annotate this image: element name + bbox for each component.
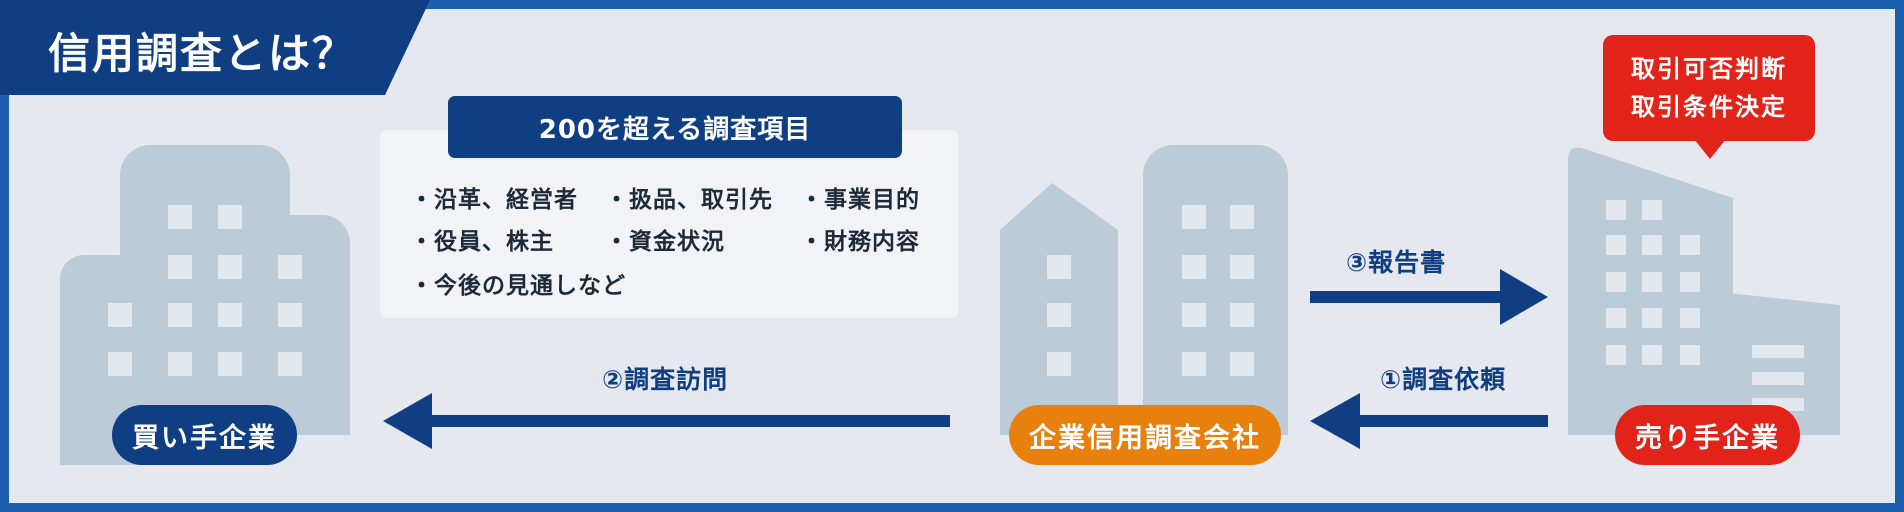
seller-building-icon bbox=[1568, 147, 1840, 435]
survey-item: ・資金状況 bbox=[605, 229, 725, 255]
survey-item: ・扱品、取引先 bbox=[605, 187, 773, 213]
survey-items-panel bbox=[380, 130, 958, 318]
survey-item: ・役員、株主 bbox=[410, 229, 554, 255]
arrow-request-label: ①調査依頼 bbox=[1380, 365, 1507, 394]
survey-item: ・沿革、経営者 bbox=[410, 187, 578, 213]
seller-label: 売り手企業 bbox=[1615, 405, 1800, 465]
arrow-report bbox=[1310, 269, 1548, 325]
survey-items-header: 200を超える調査項目 bbox=[448, 96, 902, 158]
arrow-visit-label: ②調査訪問 bbox=[602, 365, 729, 394]
arrow-request bbox=[1310, 393, 1548, 449]
decision-bubble: 取引可否判断 取引条件決定 bbox=[1603, 35, 1815, 141]
bubble-tail bbox=[1694, 139, 1726, 159]
arrow-visit bbox=[383, 393, 950, 449]
bubble-line-1: 取引可否判断 bbox=[1631, 55, 1787, 83]
buyer-building-icon bbox=[60, 145, 350, 465]
agency-label: 企業信用調査会社 bbox=[1009, 405, 1281, 465]
title-tab-shape bbox=[0, 0, 430, 95]
survey-item: ・事業目的 bbox=[800, 187, 920, 213]
survey-item: ・財務内容 bbox=[800, 229, 920, 255]
arrow-report-label: ③報告書 bbox=[1346, 248, 1447, 277]
buyer-label: 買い手企業 bbox=[112, 405, 297, 465]
bubble-line-2: 取引条件決定 bbox=[1631, 93, 1787, 121]
agency-building-icon bbox=[1000, 145, 1288, 435]
survey-item: ・今後の見通しなど bbox=[410, 273, 626, 299]
page-title: 信用調査とは？ bbox=[48, 29, 357, 78]
